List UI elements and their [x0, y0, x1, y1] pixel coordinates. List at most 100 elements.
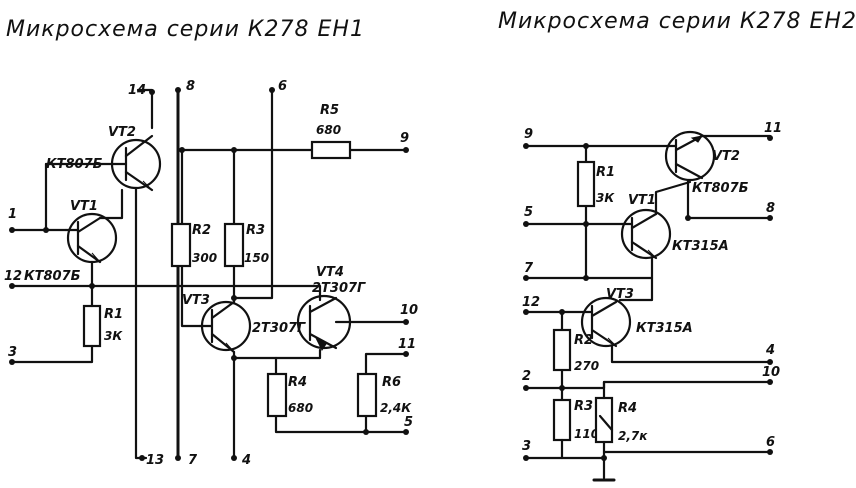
terminal-pin2-right — [523, 385, 529, 391]
pin-3-label: 3 — [8, 345, 17, 360]
junction-pin5 — [583, 221, 589, 227]
vt4-emitter-arrow — [314, 336, 327, 351]
terminal-pin10 — [403, 319, 409, 325]
r2-right-value: 270 — [574, 359, 599, 373]
wire-pin4-right — [610, 344, 772, 364]
vt3-right-base — [582, 304, 594, 340]
junction-r6-bottom — [363, 429, 369, 435]
vt4-leads — [308, 296, 338, 350]
pin-6-right-label: 6 — [766, 435, 775, 450]
vt1-leads — [76, 216, 102, 264]
r4-resistor — [266, 372, 288, 418]
r5-name: R5 — [320, 103, 339, 118]
terminal-pin10-right — [767, 379, 773, 385]
terminal-pin9-right — [523, 143, 529, 149]
r4-name: R4 — [288, 375, 307, 390]
vt4-type: 2Т307Г — [312, 281, 366, 296]
r4-right-wiper — [598, 414, 614, 432]
pin-14-label: 14 — [128, 83, 146, 98]
terminal-pin8-right — [767, 215, 773, 221]
terminal-pin4 — [231, 455, 237, 461]
vt1-right-leads — [630, 212, 658, 260]
vt2-right-arrow — [690, 135, 704, 143]
junction-pin1 — [43, 227, 49, 233]
r6-resistor — [356, 372, 378, 418]
vt4-name: VT4 — [316, 265, 344, 280]
r1-right-value: 3К — [596, 191, 615, 205]
r3-resistor — [223, 222, 245, 268]
wire-r1 — [10, 284, 94, 364]
vt3-name: VT3 — [182, 293, 210, 308]
left-circuit-en1: Микросхема серии К278 ЕН1 14 VT2 КТ807Б … — [4, 17, 418, 468]
vt2-right-name: VT2 — [712, 149, 740, 164]
r3-value: 150 — [244, 251, 269, 265]
r4-right-value: 2,7к — [618, 429, 648, 443]
vt2-type: КТ807Б — [46, 157, 103, 172]
r3-name: R3 — [246, 223, 265, 238]
terminal-pin8 — [175, 87, 181, 93]
wire-pin2-right — [524, 386, 564, 402]
right-circuit-en2: Микросхема серии К278 ЕН2 9 R1 3К 5 11 V… — [498, 9, 856, 482]
pin-1-label: 1 — [8, 207, 17, 222]
terminal-pin6 — [269, 87, 275, 93]
vt3-base — [198, 308, 214, 344]
r1-right-resistor — [576, 160, 596, 208]
vt1-right-name: VT1 — [628, 193, 656, 208]
r6-value: 2,4К — [380, 401, 412, 415]
pin-11-label: 11 — [398, 337, 416, 352]
vt3-right-leads — [590, 300, 618, 348]
terminal-pin1 — [9, 227, 15, 233]
vt1-right-collector-wire — [654, 180, 692, 216]
terminal-pin11 — [403, 351, 409, 357]
vt1-right-transistor-body — [620, 208, 672, 260]
terminal-pin7 — [175, 455, 181, 461]
terminal-pin3 — [9, 359, 15, 365]
wire-pin6 — [232, 88, 274, 300]
r4-value: 680 — [288, 401, 313, 415]
r1-value: 3К — [104, 329, 123, 343]
pin-12-label: 12 — [4, 269, 22, 284]
vt3-right-transistor-body — [580, 296, 632, 348]
vt3-leads — [210, 300, 236, 354]
junction-pin8 — [685, 215, 691, 221]
terminal-pin3-right — [523, 455, 529, 461]
vt1-right-base — [620, 216, 634, 252]
pin-2-right-label: 2 — [522, 369, 531, 384]
r2-right-name: R2 — [574, 333, 593, 348]
pin-7-label: 7 — [188, 453, 198, 468]
right-title: Микросхема серии К278 ЕН2 — [498, 9, 856, 34]
pin-10-right-label: 10 — [762, 365, 780, 380]
wire-r4 — [274, 356, 408, 434]
wire-pin7-right — [524, 256, 654, 280]
r2-resistor — [170, 222, 192, 268]
terminal-pin4-right — [767, 359, 773, 365]
vt1-transistor-body — [66, 212, 118, 264]
vt2-right-type: КТ807Б — [692, 181, 749, 196]
terminal-pin12 — [9, 283, 15, 289]
wire-pin3-right — [524, 438, 564, 460]
pin-11-right-label: 11 — [764, 121, 782, 136]
vt1-type: КТ807Б — [24, 269, 81, 284]
r5-value: 680 — [316, 123, 341, 137]
pin-9-label: 9 — [400, 131, 409, 146]
vt3-right-arrow — [607, 337, 617, 347]
r3-right-name: R3 — [574, 399, 593, 414]
vt3-type: 2Т307Г — [252, 321, 306, 336]
pin-7-right-label: 7 — [524, 261, 534, 276]
vt1-right-arrow — [647, 249, 657, 259]
terminal-pin9 — [403, 147, 409, 153]
vt1-right-type: КТ315А — [672, 239, 729, 254]
terminal-pin6-right — [767, 449, 773, 455]
pin-5-label: 5 — [404, 415, 413, 430]
wire-pin10-right — [560, 380, 772, 390]
terminal-pin14 — [149, 89, 155, 95]
pin-5-right-label: 5 — [524, 205, 533, 220]
wire-pin13 — [134, 186, 148, 460]
vt2-leads — [124, 134, 154, 192]
terminal-pin12-right — [523, 309, 529, 315]
wire-vt3-collector-right — [618, 276, 654, 302]
pin-6-label: 6 — [278, 79, 287, 94]
pin-4-label: 4 — [241, 453, 251, 468]
r2-name: R2 — [192, 223, 211, 238]
r3-right-resistor — [552, 398, 572, 442]
